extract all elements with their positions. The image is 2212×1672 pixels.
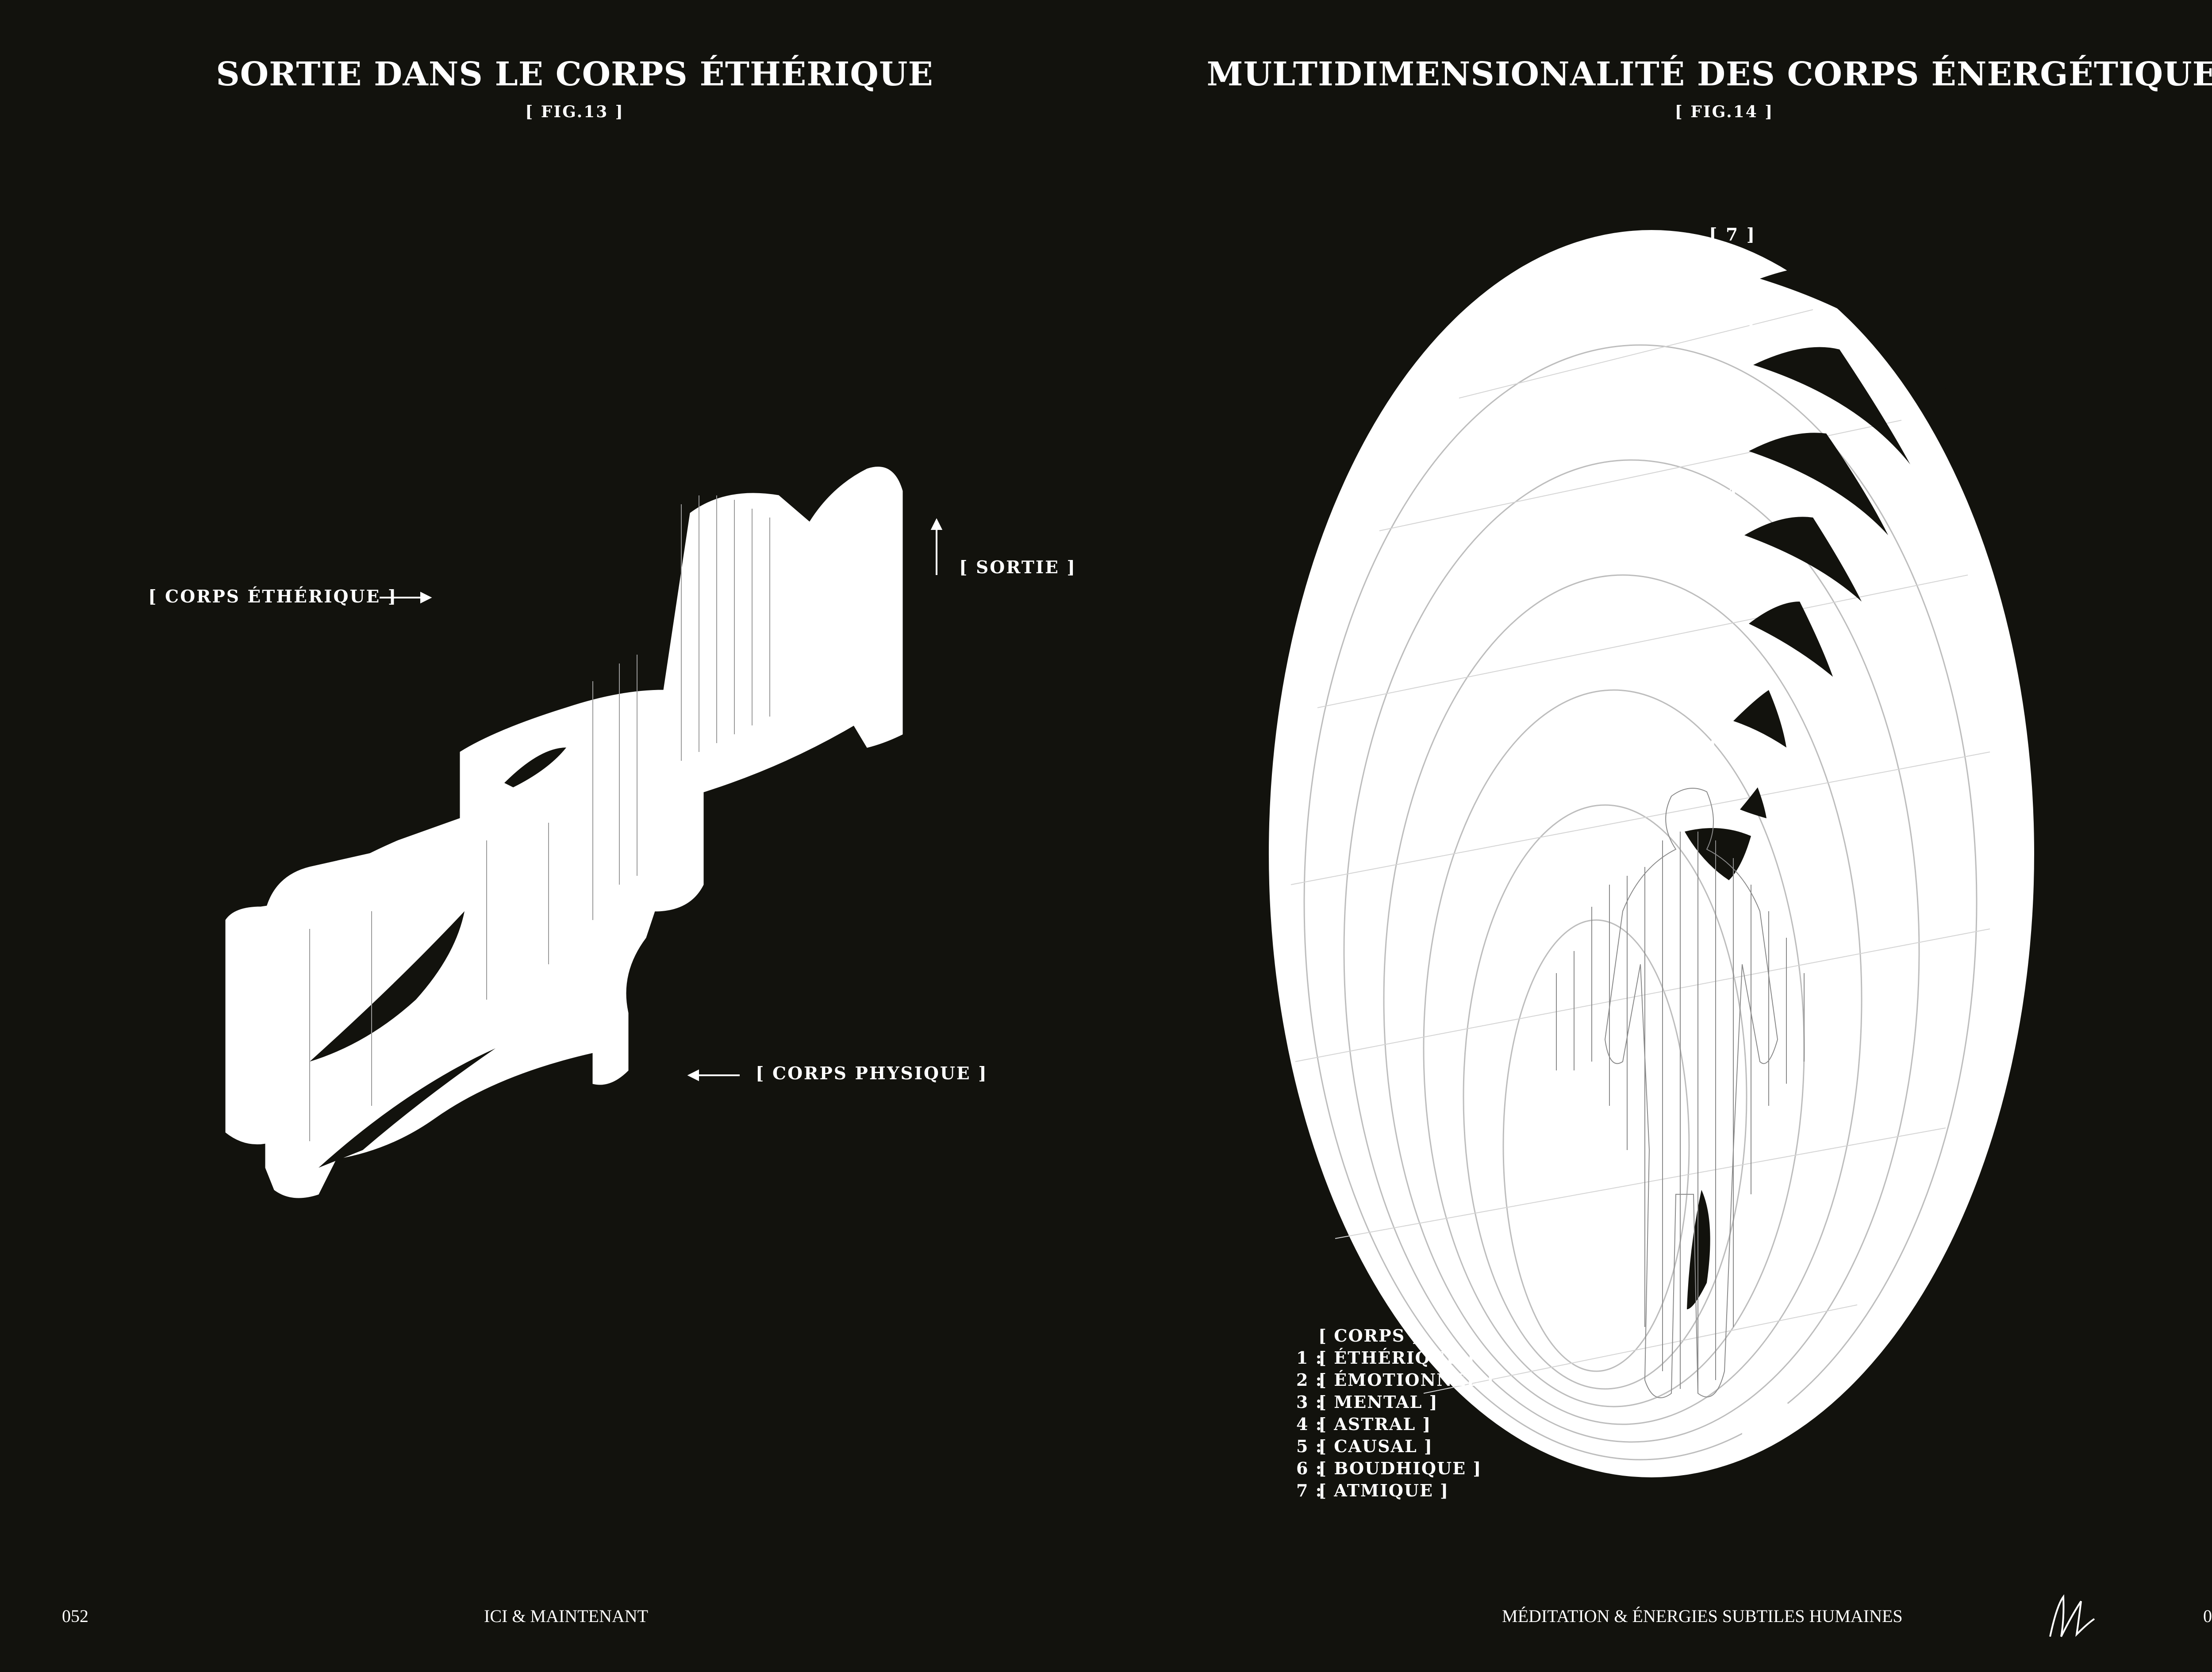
label-corps-etherique: [ CORPS ÉTHÉRIQUE ] (148, 587, 398, 607)
legend-item: 5 : [ CAUSAL ] (1296, 1435, 1495, 1457)
feet-base (1741, 1402, 1794, 1435)
energy-shell-6 (1303, 344, 1978, 1461)
bodies-legend: [ CORPS ] 1 : [ ÉTHÉRIQUE ] 2 : [ ÉMOTIO… (1296, 1325, 1495, 1502)
legend-item-number: 1 : (1296, 1348, 1323, 1368)
layer-label-5: [ 5 ] (1709, 397, 1756, 418)
legend-item: 1 : [ ÉTHÉRIQUE ] (1296, 1347, 1495, 1369)
legend-item-number: 3 : (1296, 1392, 1323, 1412)
left-fig-caption: [ FIG.13 ] (525, 103, 624, 121)
shell-texture-lines (1290, 309, 1990, 1394)
legend-item: 7 : [ ATMIQUE ] (1296, 1480, 1495, 1502)
energy-shell-1 (1502, 919, 1690, 1372)
layer-label-3: [ 3 ] (1709, 568, 1756, 588)
energy-bodies-illustration (1269, 230, 2034, 1477)
right-page-title: MULTIDIMENSIONALITÉ DES CORPS ÉNERGÉTIQU… (1206, 55, 2212, 93)
arrow-sortie-up (930, 518, 943, 575)
layer-label-2: [ 2 ] (1709, 654, 1756, 674)
arrow-to-etheric (380, 591, 432, 604)
legend-item-label: [ MENTAL ] (1318, 1392, 1438, 1412)
energy-shell-4 (1383, 574, 1863, 1425)
layer-label-1: [ 1 ] (1709, 738, 1756, 758)
legend-item-label: [ BOUDHIQUE ] (1318, 1458, 1482, 1478)
label-corps-physique: [ CORPS PHYSIQUE ] (756, 1063, 988, 1084)
right-page: MULTIDIMENSIONALITÉ DES CORPS ÉNERGÉTIQU… (1149, 0, 2212, 1672)
layer-label-7: [ 7 ] (1709, 225, 1756, 245)
left-page-title: SORTIE DANS LE CORPS ÉTHÉRIQUE (216, 55, 933, 93)
legend-item-label: [ ÉTHÉRIQUE ] (1318, 1348, 1476, 1368)
legend-item-number: 7 : (1296, 1480, 1323, 1500)
left-page-number: 052 (62, 1606, 88, 1626)
energy-shell-2 (1463, 804, 1747, 1390)
legend-item-label: [ ATMIQUE ] (1318, 1480, 1449, 1500)
left-page: SORTIE DANS LE CORPS ÉTHÉRIQUE [ FIG.13 … (62, 55, 1076, 1626)
hatching-lines (309, 495, 770, 1141)
energy-shell-7 (1269, 230, 2034, 1477)
legend-item-number: 4 : (1296, 1414, 1323, 1434)
arrow-to-physical (687, 1069, 740, 1081)
left-running-title: ICI & MAINTENANT (484, 1606, 649, 1626)
legend-item-number: 6 : (1296, 1458, 1323, 1478)
legend-item-number: 2 : (1296, 1370, 1323, 1390)
signature-mark (2049, 1594, 2095, 1637)
legend-item-label: [ ASTRAL ] (1318, 1414, 1432, 1434)
legend-item: 3 : [ MENTAL ] (1296, 1391, 1495, 1413)
layer-label-4: [ 4 ] (1709, 483, 1756, 504)
right-fig-caption: [ FIG.14 ] (1674, 103, 1774, 121)
right-running-title: MÉDITATION & ÉNERGIES SUBTILES HUMAINES (1502, 1606, 1903, 1626)
limb-gaps (310, 562, 726, 1168)
human-figure-hatching (1556, 788, 1805, 1398)
legend-item-label: [ ÉMOTIONNEL ] (1318, 1370, 1495, 1390)
label-sortie: [ SORTIE ] (959, 557, 1076, 578)
legend-heading: [ CORPS ] (1318, 1326, 1421, 1346)
legend-item: 4 : [ ASTRAL ] (1296, 1413, 1495, 1435)
legend-item-number: 5 : (1296, 1436, 1323, 1456)
etheric-exit-illustration (225, 467, 943, 1198)
right-page-number: 053 (2203, 1606, 2212, 1626)
legend-item: 2 : [ ÉMOTIONNEL ] (1296, 1369, 1495, 1391)
layer-label-6: [ 6 ] (1709, 311, 1756, 331)
legend-item-label: [ CAUSAL ] (1318, 1436, 1433, 1456)
energy-shell-5 (1343, 459, 1920, 1443)
crescent-cutouts (1685, 265, 1954, 1309)
legend-item: 6 : [ BOUDHIQUE ] (1296, 1457, 1495, 1480)
